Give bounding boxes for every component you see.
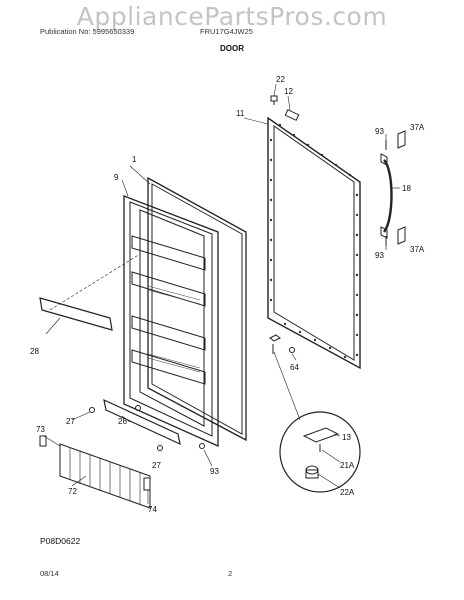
callout-93-left: 93 <box>210 467 219 476</box>
screw-22 <box>270 95 278 105</box>
callout-11: 11 <box>236 109 245 118</box>
callout-64: 64 <box>290 363 299 372</box>
callout-22: 22 <box>276 75 285 84</box>
footer-date: 08/14 <box>40 569 59 578</box>
model-number: FRU17G4JW25 <box>200 27 253 36</box>
basket-clip-73 <box>39 435 47 447</box>
shelf-bar-26 <box>103 398 181 446</box>
watermark: AppliancePartsPros.com <box>76 2 388 31</box>
door-handle <box>380 153 393 239</box>
door-gasket <box>147 176 247 442</box>
callout-21a: 21A <box>340 461 355 470</box>
callout-28: 28 <box>30 347 39 356</box>
section-title: DOOR <box>220 44 244 53</box>
door-panel <box>267 116 361 370</box>
callout-12: 12 <box>284 87 293 96</box>
callout-13: 13 <box>342 433 351 442</box>
handle-bracket-bottom <box>397 226 406 245</box>
liner-shelves <box>131 235 206 385</box>
callout-1: 1 <box>132 155 137 164</box>
basket-clip-74 <box>143 477 151 491</box>
hinge-parts <box>269 334 295 354</box>
callout-22a: 22A <box>340 488 355 497</box>
footer-page: 2 <box>228 569 233 578</box>
callout-37a-top: 37A <box>410 123 425 132</box>
callout-93-top: 93 <box>375 127 384 136</box>
callout-72: 72 <box>68 487 77 496</box>
callout-26: 26 <box>118 417 127 426</box>
label-plate <box>284 109 300 121</box>
shelf-bar-28 <box>39 253 141 331</box>
callout-74: 74 <box>148 505 157 514</box>
callout-9: 9 <box>114 173 119 182</box>
callout-27-left: 27 <box>66 417 75 426</box>
callout-18: 18 <box>402 184 411 193</box>
diagram-code: P08D0622 <box>40 536 81 546</box>
handle-bracket-top <box>397 130 406 149</box>
publication-number: Publication No: 5995650339 <box>40 27 135 36</box>
hinge-detail-zoom <box>273 351 361 493</box>
callout-73: 73 <box>36 425 45 434</box>
door-liner <box>123 195 219 448</box>
callout-37a-bottom: 37A <box>410 245 425 254</box>
callout-27-right: 27 <box>152 461 161 470</box>
door-basket <box>59 443 151 509</box>
callout-93-bottom: 93 <box>375 251 384 260</box>
